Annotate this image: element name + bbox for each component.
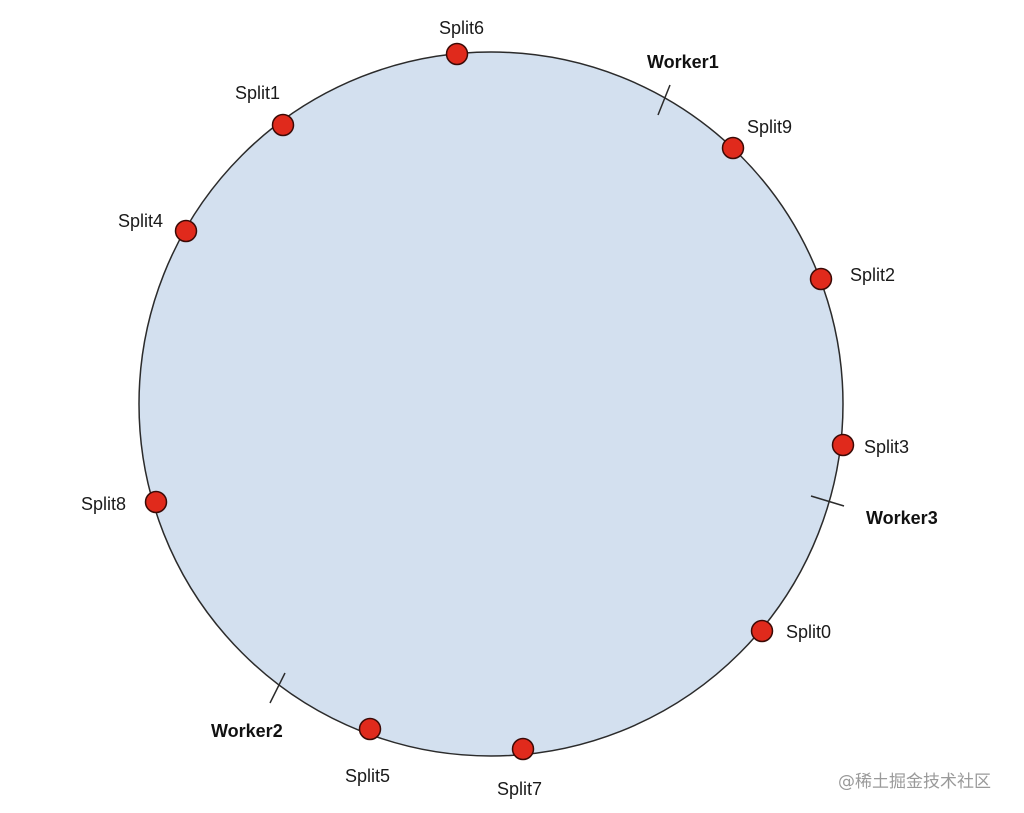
split3-node	[831, 433, 855, 457]
split7-label: Split7	[497, 779, 542, 799]
split4-label: Split4	[118, 211, 163, 231]
split7-node	[511, 737, 535, 761]
split9-label: Split9	[747, 117, 792, 137]
worker1-tick	[657, 84, 671, 116]
worker3-label: Worker3	[866, 508, 938, 528]
worker3-tick	[810, 495, 845, 507]
watermark-text: @稀土掘金技术社区	[838, 772, 991, 792]
split8-label: Split8	[81, 494, 126, 514]
split6-label: Split6	[439, 18, 484, 38]
split9-node	[721, 136, 745, 160]
split6-node	[445, 42, 469, 66]
worker1-label: Worker1	[647, 52, 719, 72]
split4-node	[174, 219, 198, 243]
split0-label: Split0	[786, 622, 831, 642]
worker2-tick	[269, 672, 286, 704]
split2-label: Split2	[850, 265, 895, 285]
split5-node	[358, 717, 382, 741]
split1-label: Split1	[235, 83, 280, 103]
split2-node	[809, 267, 833, 291]
split8-node	[144, 490, 168, 514]
split0-node	[750, 619, 774, 643]
hash-ring	[138, 51, 844, 757]
split3-label: Split3	[864, 437, 909, 457]
split5-label: Split5	[345, 766, 390, 786]
worker2-label: Worker2	[211, 721, 283, 741]
split1-node	[271, 113, 295, 137]
